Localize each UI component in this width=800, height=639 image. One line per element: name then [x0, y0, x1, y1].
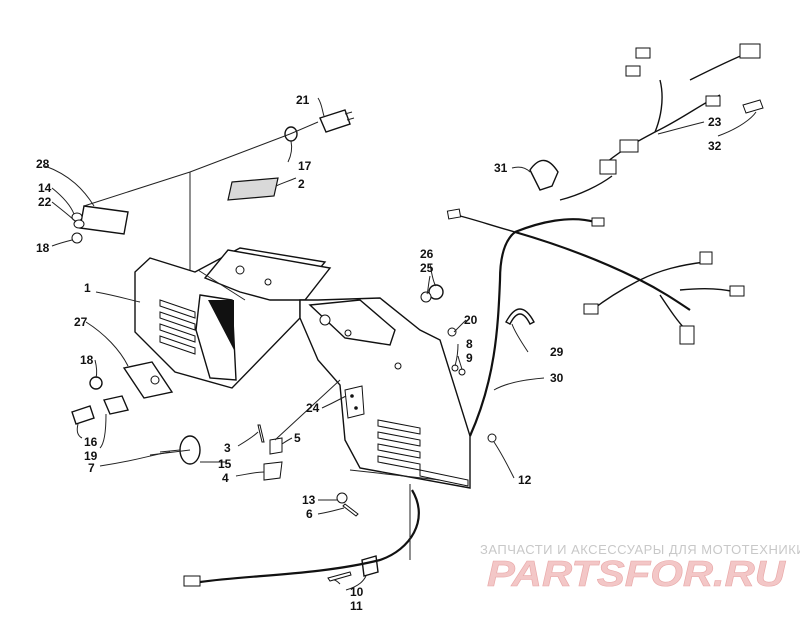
part-6-screw: [342, 503, 359, 517]
part-32-tab: [742, 99, 764, 114]
part-13-washer: [336, 492, 348, 504]
part-19-ignition: [103, 395, 129, 415]
part-12-grommet: [487, 433, 497, 443]
callout-30: 30: [550, 371, 564, 385]
part-4-bracket: [263, 461, 283, 481]
callout-22: 22: [38, 195, 52, 209]
watermark-logo-text: PARTSFOR.RU: [487, 556, 786, 592]
callout-20: 20: [464, 313, 478, 327]
callout-13: 13: [302, 493, 316, 507]
part-27-plate: [122, 361, 174, 399]
callout-2: 2: [298, 177, 305, 191]
callout-3: 3: [224, 441, 231, 455]
callout-23: 23: [708, 115, 722, 129]
callout-25: 25: [420, 261, 434, 275]
part-26-nut: [428, 284, 444, 300]
callout-6: 6: [306, 507, 313, 521]
callout-17: 17: [298, 159, 312, 173]
part-18-knob: [89, 376, 103, 390]
callout-21: 21: [296, 93, 310, 107]
part-3-pin: [257, 424, 265, 443]
callout-11: 11: [350, 599, 363, 613]
console-housing: [134, 247, 471, 489]
callout-19: 19: [84, 449, 98, 463]
callout-5: 5: [294, 431, 301, 445]
callout-31: 31: [494, 161, 508, 175]
callout-32: 32: [708, 139, 722, 153]
callout-29: 29: [550, 345, 564, 359]
part-10-bracket: [361, 555, 379, 577]
part-5-clip: [269, 437, 283, 455]
part-22-washer: [73, 219, 85, 229]
part-31-clamp: [529, 159, 559, 191]
callout-15: 15: [218, 457, 232, 471]
leader-lines: [44, 97, 757, 591]
part-29-clamp: [505, 308, 535, 325]
part-21-switch: [319, 109, 355, 133]
callout-8: 8: [466, 337, 473, 351]
callout-14: 14: [38, 181, 52, 195]
callout-18-top: 18: [36, 241, 50, 255]
watermark-logo: PARTSFOR.RU: [487, 556, 786, 592]
callout-28: 28: [36, 157, 50, 171]
callout-10: 10: [350, 585, 364, 599]
callout-26: 26: [420, 247, 434, 261]
callout-27: 27: [74, 315, 88, 329]
callout-7: 7: [88, 461, 95, 475]
callout-18-bottom: 18: [80, 353, 94, 367]
part-25-washer: [420, 291, 432, 303]
callout-labels: 1 2 3 4 5 6 7 8 9 10 11 12 13 14 15 16 1…: [36, 93, 722, 613]
watermark-tagline: ЗАПЧАСТИ И АКСЕССУАРЫ ДЛЯ МОТОТЕХНИКИ: [480, 542, 800, 557]
part-28-plate: [79, 205, 129, 235]
part-16-key: [71, 405, 95, 425]
part-18-nut-top: [71, 232, 83, 244]
part-11-bolt: [327, 571, 352, 582]
callout-24: 24: [306, 401, 320, 415]
wiring-harness: [183, 43, 761, 587]
callout-12: 12: [518, 473, 532, 487]
callout-1: 1: [84, 281, 91, 295]
callout-4: 4: [222, 471, 229, 485]
part-2-decal: [227, 177, 279, 201]
callout-16: 16: [84, 435, 98, 449]
part-20-washer: [447, 327, 457, 337]
callout-9: 9: [466, 351, 473, 365]
